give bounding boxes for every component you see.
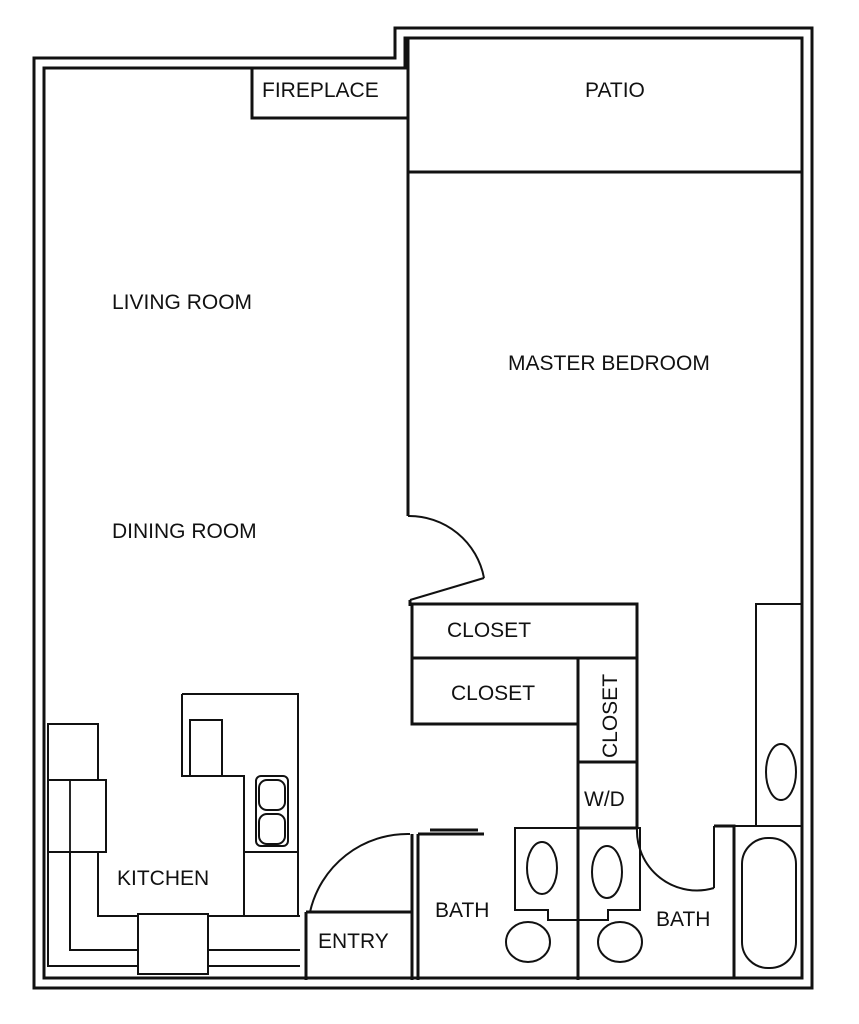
- dining-room-label: DINING ROOM: [112, 520, 257, 543]
- closet-label-2: CLOSET: [451, 682, 535, 705]
- stove-icon: [137, 913, 209, 975]
- patio-label: PATIO: [585, 79, 645, 102]
- right-bath-fixtures: [714, 603, 803, 979]
- closets: CLOSET CLOSET CLOSET: [410, 602, 639, 980]
- sink-icon: [258, 813, 286, 845]
- outer-walls: [32, 26, 814, 990]
- closet-label-3: CLOSET: [599, 674, 622, 758]
- entry-door: ENTRY: [304, 832, 412, 980]
- fireplace-label: FIREPLACE: [262, 79, 379, 102]
- closet-label-1: CLOSET: [447, 619, 531, 642]
- sink-icon: [591, 845, 623, 899]
- left-bath: BATH BATH: [410, 827, 710, 980]
- entry-label: ENTRY: [318, 930, 389, 953]
- refrigerator-icon: [189, 719, 223, 777]
- bath-label-1: BATH: [435, 899, 489, 922]
- bath-label-2: BATH: [656, 908, 710, 931]
- toilet-icon: [597, 921, 643, 963]
- bathtub-icon: [741, 837, 797, 969]
- kitchen-label: KITCHEN: [117, 867, 209, 890]
- bedroom-wall: [406, 172, 485, 606]
- fireplace: FIREPLACE: [250, 68, 408, 120]
- kitchen: KITCHEN: [47, 693, 300, 975]
- bath-door: [635, 826, 715, 892]
- toilet-icon: [505, 921, 551, 963]
- master-bedroom-label: MASTER BEDROOM: [508, 352, 710, 375]
- sink-icon: [765, 743, 797, 801]
- sink-icon: [258, 779, 286, 811]
- sink-icon: [526, 841, 558, 895]
- washer-dryer-label: W/D: [584, 788, 625, 811]
- living-room-label: LIVING ROOM: [112, 291, 252, 314]
- patio: PATIO: [406, 38, 802, 174]
- washer-dryer: W/D: [578, 788, 637, 830]
